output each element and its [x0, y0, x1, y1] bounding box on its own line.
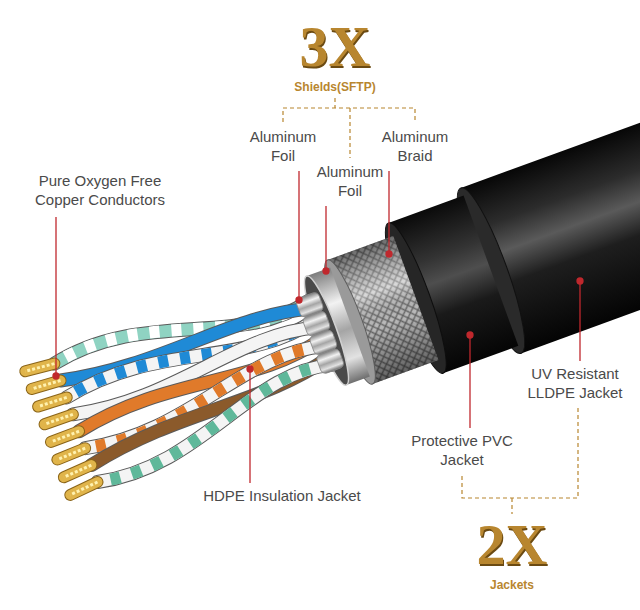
copper-conductor	[57, 448, 86, 459]
leader-line	[325, 206, 326, 268]
copper-conductor	[51, 431, 79, 442]
part-label: HDPE Insulation Jacket	[203, 487, 361, 506]
copper-strands	[69, 482, 98, 495]
copper-conductor	[63, 465, 92, 477]
wire-stripe	[86, 361, 343, 486]
copper-strands	[45, 414, 73, 425]
leader-line	[388, 171, 389, 251]
copper-strands	[51, 431, 79, 442]
part-label: Aluminum Foil	[250, 128, 317, 166]
copper-tip-edge	[57, 448, 86, 459]
copper-conductor	[32, 379, 61, 391]
pair-foil	[315, 348, 344, 375]
leader-line	[249, 372, 250, 483]
copper-strands	[57, 448, 86, 459]
copper-tip-edge	[38, 396, 67, 407]
leader-dot	[53, 373, 59, 379]
leader-lines	[53, 171, 583, 483]
copper-conductor	[69, 482, 98, 495]
copper-tip-edge	[32, 379, 61, 391]
copper-tip-edge	[25, 361, 54, 374]
copper-conductor	[25, 361, 54, 374]
copper-strands	[25, 361, 54, 374]
copper-strands	[63, 465, 92, 477]
leader-line	[469, 338, 470, 428]
twisted-pairs	[25, 271, 343, 496]
leader-line	[55, 217, 56, 373]
wire-insulation	[86, 361, 343, 486]
part-label: Aluminum Braid	[382, 128, 449, 166]
leader-dot	[323, 268, 329, 274]
pair-foils	[295, 291, 345, 374]
part-label: Aluminum Foil	[317, 163, 384, 201]
wire-outline	[86, 361, 343, 486]
cable-body	[17, 79, 640, 515]
headline-number: 3X	[300, 18, 371, 76]
headline-caption: Shields(SFTP)	[294, 80, 375, 95]
copper-tip-edge	[69, 482, 98, 495]
part-label: UV Resistant LLDPE Jacket	[514, 365, 636, 403]
bracket-lines	[283, 98, 578, 514]
copper-tip-edge	[45, 414, 73, 425]
copper-tip-edge	[63, 465, 92, 477]
copper-strands	[32, 379, 61, 391]
headline-caption: Jackets	[490, 578, 534, 593]
leader-dot	[577, 278, 583, 284]
copper-conductor	[45, 414, 73, 425]
part-label: Pure Oxygen Free Copper Conductors	[14, 172, 186, 210]
leader-line	[298, 171, 299, 297]
copper-strands	[38, 396, 67, 407]
part-label: Protective PVC Jacket	[401, 432, 523, 470]
copper-tip-edge	[51, 431, 79, 442]
leader-dot	[386, 251, 392, 257]
leader-dot	[467, 332, 473, 338]
headline-number: 2X	[477, 516, 548, 574]
leader-dot	[296, 297, 302, 303]
leader-line	[579, 284, 580, 361]
copper-conductor	[38, 396, 67, 407]
leader-dot	[247, 366, 253, 372]
